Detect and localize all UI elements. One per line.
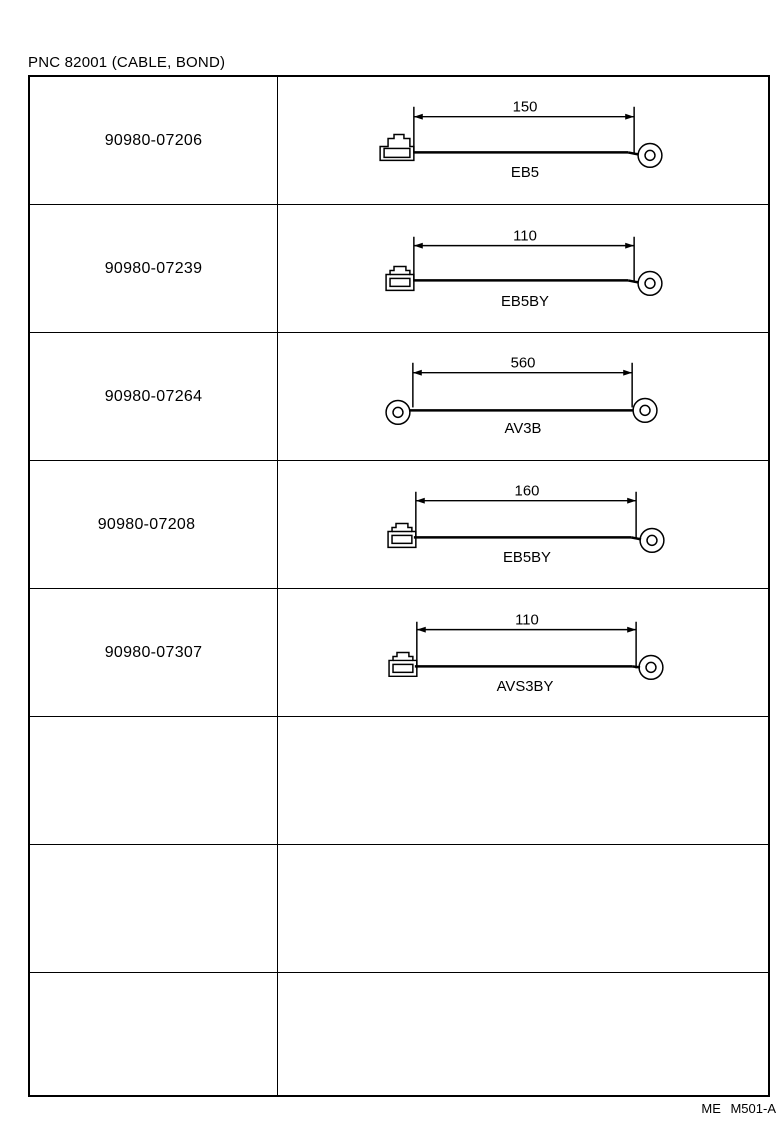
ring-terminal-icon (385, 399, 411, 426)
table-row: 90980-07239 110 EB5BY (30, 205, 768, 333)
ring-terminal-icon (637, 270, 663, 297)
wire-code-label: AV3B (505, 421, 542, 437)
part-number-cell: 90980-07206 (30, 77, 278, 204)
ring-terminal-icon (638, 654, 664, 681)
table-row: 90980-07206 150 EB5 (30, 77, 768, 205)
cable-diagram-cell: 110 AVS3BY (278, 589, 768, 716)
drawing-code: ME M501-A (701, 1101, 776, 1116)
ring-terminal-icon (639, 527, 665, 554)
cable-diagram-cell: 110 EB5BY (278, 205, 768, 332)
cable-diagram-cell (278, 973, 768, 1097)
ring-terminal-icon (637, 142, 663, 169)
table-row (30, 973, 768, 1097)
part-number: 90980-07264 (104, 387, 203, 405)
cable-diagram-cell: 150 EB5 (278, 77, 768, 204)
dimension-label: 160 (515, 484, 540, 500)
cable-diagram-cell (278, 717, 768, 844)
cable-diagram-cell: 560 AV3B (278, 333, 768, 460)
part-number: 90980-07206 (104, 131, 203, 149)
part-number-cell (30, 845, 278, 972)
table-row (30, 717, 768, 845)
cable-diagram: 110 AVS3BY (388, 613, 664, 695)
part-number-cell: 90980-07208 (30, 461, 278, 588)
cable-diagram: 560 AV3B (385, 356, 658, 437)
dimension-label: 560 (511, 356, 536, 372)
part-number-cell: 90980-07239 (30, 205, 278, 332)
dimension-label: 110 (515, 613, 539, 629)
wire-code-label: EB5BY (501, 294, 549, 310)
wire-code-label: EB5 (511, 165, 539, 181)
dimension-label: 110 (513, 229, 537, 245)
cable-diagram: 110 EB5BY (385, 229, 663, 310)
cable-diagram-cell: 160 EB5BY (278, 461, 768, 588)
parts-table: 90980-07206 150 EB5 (28, 75, 770, 1097)
part-number: 90980-07307 (104, 643, 203, 661)
wire-code-label: AVS3BY (497, 679, 554, 695)
cable-diagram: 160 EB5BY (387, 484, 665, 566)
cable-diagram-cell (278, 845, 768, 972)
table-row: 90980-07307 110 AVS3BY (30, 589, 768, 717)
table-row (30, 845, 768, 973)
part-number-cell: 90980-07307 (30, 589, 278, 716)
part-number-cell: 90980-07264 (30, 333, 278, 460)
ring-terminal-icon (632, 397, 658, 424)
part-number-cell (30, 973, 278, 1097)
part-number: 90980-07239 (104, 259, 203, 277)
page-title: PNC 82001 (CABLE, BOND) (28, 54, 226, 71)
square-connector-icon (379, 133, 415, 162)
cable-diagram: 150 EB5 (379, 100, 663, 181)
part-number-cell (30, 717, 278, 844)
part-number: 90980-07208 (97, 515, 196, 533)
dimension-label: 150 (513, 100, 538, 116)
table-row: 90980-07264 560 AV3B (30, 333, 768, 461)
wire-code-label: EB5BY (503, 550, 551, 566)
table-row: 90980-07208 160 EB5BY (30, 461, 768, 589)
